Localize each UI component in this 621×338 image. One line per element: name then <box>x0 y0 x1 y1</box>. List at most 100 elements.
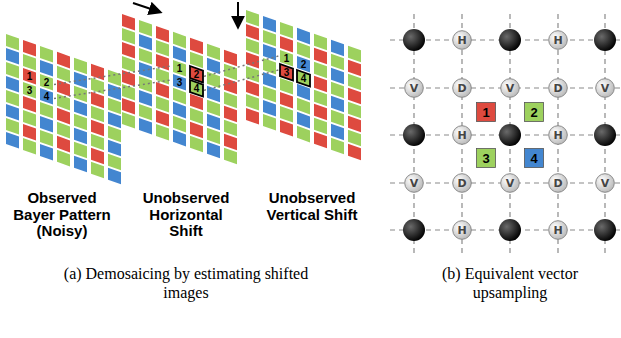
tile-shape <box>40 74 53 91</box>
bayer-tile <box>74 128 87 145</box>
bayer-tile <box>263 114 276 131</box>
bayer-tile <box>57 94 70 111</box>
bayer-tile <box>224 148 237 165</box>
dotted-guide <box>204 70 279 90</box>
bayer-tile <box>139 20 152 37</box>
bayer-tile <box>246 24 259 41</box>
observed-sample <box>499 124 521 146</box>
node-label: H <box>457 34 466 47</box>
bayer-tile <box>263 44 276 61</box>
bayer-tile <box>23 110 36 127</box>
bayer-tile <box>57 52 70 69</box>
bayer-tile <box>74 156 87 173</box>
bayer-tile <box>57 122 70 139</box>
bayer-tile <box>173 130 186 147</box>
bayer-tile <box>297 42 310 59</box>
bayer-tile <box>40 60 53 77</box>
bayer-tile <box>190 108 203 125</box>
node-label: 1 <box>482 105 489 120</box>
node-label: 4 <box>530 151 537 166</box>
bayer-tile <box>314 76 327 93</box>
node-label: 1 <box>27 71 33 82</box>
node-label: 4 <box>44 91 50 102</box>
bayer-tile <box>40 130 53 147</box>
node-label: H <box>457 224 466 237</box>
interpolated-sample: V <box>500 78 520 98</box>
bayer-tile <box>173 88 186 105</box>
panel-label: Unobserved Vertical Shift <box>265 190 359 223</box>
node-label: V <box>410 177 419 190</box>
bayer-tile <box>246 80 259 97</box>
bayer-pixel: 1 <box>173 60 186 77</box>
bayer-tile <box>156 96 169 113</box>
observed-sample <box>594 219 616 241</box>
observed-sample <box>403 29 425 51</box>
bayer-tile <box>91 148 104 165</box>
bayer-tile <box>280 120 293 137</box>
bayer-tile <box>91 120 104 137</box>
bayer-tile <box>122 56 135 73</box>
bayer-tile <box>6 34 19 51</box>
tile-shape <box>280 64 293 81</box>
observed-sample <box>499 29 521 51</box>
bayer-tile <box>348 130 361 147</box>
bayer-tile <box>331 110 344 127</box>
bayer-tile <box>91 134 104 151</box>
bayer-tile <box>74 142 87 159</box>
bayer-pixel: 4 <box>40 88 53 105</box>
interpolated-sample: D <box>548 173 568 193</box>
bayer-pixel: 3 <box>23 82 36 99</box>
bayer-tile <box>348 144 361 161</box>
node-label: 3 <box>27 85 33 96</box>
bayer-tile <box>207 114 220 131</box>
bayer-tile <box>190 122 203 139</box>
bayer-tile <box>108 126 121 143</box>
tile-shape <box>173 74 186 91</box>
node-label: D <box>553 177 562 190</box>
interpolated-sample: V <box>595 78 615 98</box>
interpolated-sample: H <box>548 30 568 50</box>
bayer-tile <box>108 140 121 157</box>
bayer-pixel: 1 <box>23 68 36 85</box>
interpolated-sample: V <box>500 173 520 193</box>
bayer-tile <box>348 88 361 105</box>
bayer-tile <box>91 64 104 81</box>
bayer-tile <box>74 114 87 131</box>
bayer-tile <box>57 108 70 125</box>
bayer-tile <box>207 44 220 61</box>
tile-shape <box>23 68 36 85</box>
bayer-tile <box>263 100 276 117</box>
interpolated-sample: H <box>548 125 568 145</box>
bayer-tile <box>23 138 36 155</box>
circle-shape <box>405 174 424 193</box>
dotted-guide <box>54 80 172 99</box>
bayer-tile <box>224 92 237 109</box>
subfigure-caption: (a) Demosaicing by estimating shifted im… <box>64 264 309 302</box>
bayer-tile <box>6 76 19 93</box>
bayer-tile <box>331 96 344 113</box>
node-label: 1 <box>284 53 290 64</box>
node-label: 2 <box>530 105 537 120</box>
bayer-tile <box>246 94 259 111</box>
bayer-tile <box>348 46 361 63</box>
bayer-tile <box>348 116 361 133</box>
bayer-tile <box>139 76 152 93</box>
square-shape <box>477 103 496 122</box>
bayer-tile <box>173 46 186 63</box>
bayer-tile <box>156 82 169 99</box>
bayer-tile <box>108 112 121 129</box>
bayer-tile <box>263 72 276 89</box>
bayer-tile <box>224 106 237 123</box>
interpolated-sample: D <box>548 78 568 98</box>
bayer-tile <box>263 58 276 75</box>
circle-shape <box>549 79 568 98</box>
bayer-tile <box>40 46 53 63</box>
node-label: H <box>553 224 562 237</box>
tile-shape <box>40 88 53 105</box>
bayer-tile <box>91 78 104 95</box>
tile-shape <box>173 60 186 77</box>
bayer-tile <box>331 124 344 141</box>
circle-shape <box>549 31 568 50</box>
bayer-tile <box>6 48 19 65</box>
bayer-tile <box>224 134 237 151</box>
